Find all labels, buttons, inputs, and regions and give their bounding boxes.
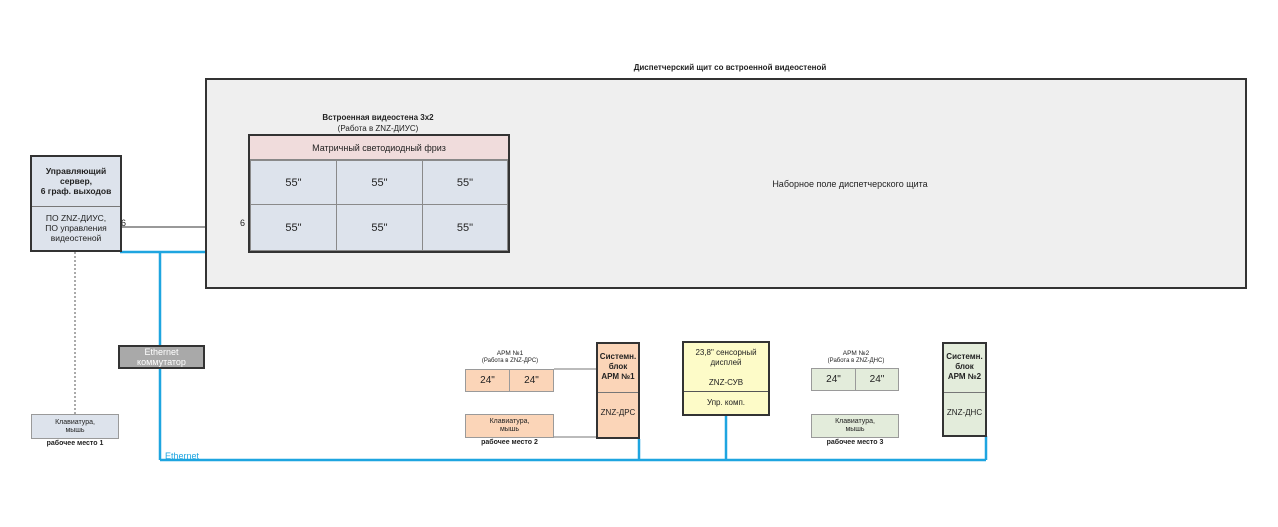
keyboard-mouse-3: Клавиатура, мышь xyxy=(811,414,899,438)
panel-title: Диспетчерский щит со встроенной видеосте… xyxy=(633,63,827,72)
videowall-subtitle: (Работа в ZNZ-ДИУС) xyxy=(337,124,419,133)
keyboard-mouse-1: Клавиатура, мышь xyxy=(31,414,119,439)
arm1-monitor-2: 24" xyxy=(509,369,554,392)
videowall-title: Встроенная видеостена 3x2 xyxy=(322,113,434,122)
arm2-title: АРМ №2 xyxy=(842,350,870,357)
control-computer: Упр. комп. xyxy=(706,398,746,407)
videowall: Матричный светодиодный фриз 55" 55" 55" … xyxy=(248,134,510,253)
server-port-count: 6 xyxy=(121,218,127,228)
screen-6: 55" xyxy=(422,204,508,251)
server-software: ПО ZNZ-ДИУС, ПО управления видеостеной xyxy=(45,213,107,243)
led-frieze: Матричный светодиодный фриз xyxy=(250,136,508,160)
arm2-subtitle: (Работа в ZNZ-ДНС) xyxy=(827,358,885,364)
system-unit-arm2: Системн. блок АРМ №2 ZNZ-ДНС xyxy=(942,342,987,437)
screen-1: 55" xyxy=(250,160,337,205)
system-unit-arm2-label: Системн. блок АРМ №2 xyxy=(946,352,983,381)
system-unit-arm1-software: ZNZ-ДРС xyxy=(600,408,636,417)
workplace-3-label: рабочее место 3 xyxy=(826,439,884,446)
system-unit-arm1: Системн. блок АРМ №1 ZNZ-ДРС xyxy=(596,342,640,439)
control-server: Управляющий сервер, 6 граф. выходов ПО Z… xyxy=(30,155,122,252)
touch-display-software: ZNZ-СУВ xyxy=(708,378,744,387)
keyboard-mouse-2: Клавиатура, мышь xyxy=(465,414,554,438)
arm1-title: АРМ №1 xyxy=(496,350,524,357)
workplace-1-label: рабочее место 1 xyxy=(46,440,104,447)
server-title: Управляющий сервер, 6 граф. выходов xyxy=(40,166,112,196)
ethernet-label: Ethernet xyxy=(165,451,200,461)
screen-2: 55" xyxy=(336,160,423,205)
touch-display-label: 23,8" сенсорный дисплей xyxy=(695,348,757,367)
arm1-subtitle: (Работа в ZNZ-ДРС) xyxy=(481,358,539,364)
system-unit-arm2-software: ZNZ-ДНС xyxy=(946,408,983,417)
videowall-port-count: 6 xyxy=(240,218,246,228)
arm2-monitor-1: 24" xyxy=(811,368,856,391)
system-unit-arm1-label: Системн. блок АРМ №1 xyxy=(599,352,637,381)
screen-3: 55" xyxy=(422,160,508,205)
arm2-monitor-2: 24" xyxy=(855,368,899,391)
arm1-monitor-1: 24" xyxy=(465,369,510,392)
panel-field-label: Наборное поле диспетчерского щита xyxy=(772,179,928,189)
workplace-2-label: рабочее место 2 xyxy=(481,439,538,446)
ethernet-switch: Ethernet коммутатор xyxy=(118,345,205,369)
screen-4: 55" xyxy=(250,204,337,251)
ethernet-lines xyxy=(120,250,988,462)
screen-5: 55" xyxy=(336,204,423,251)
touch-display: 23,8" сенсорный дисплей ZNZ-СУВ Упр. ком… xyxy=(682,341,770,416)
